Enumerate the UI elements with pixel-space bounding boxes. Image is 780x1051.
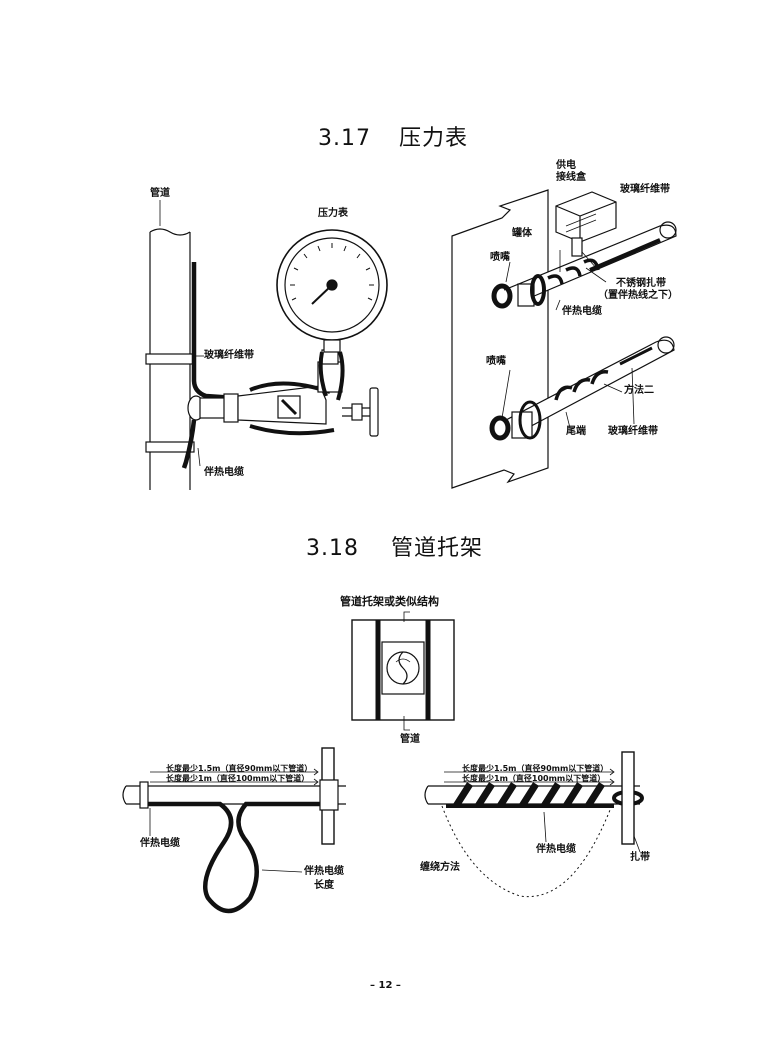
- label-loop-cable-length-2: 长度: [314, 880, 334, 891]
- pipe-wrap-figure: [424, 751, 644, 898]
- label-support-pipe: 管道: [400, 734, 420, 745]
- label-loop-length-1: 长度最少1.5m（直径90mm以下管道）: [166, 764, 313, 773]
- label-heating-cable: 伴热电缆: [204, 467, 244, 478]
- label-loop-heating-cable: 伴热电缆: [140, 838, 180, 849]
- label-fiberglass-tape: 玻璃纤维带: [204, 350, 254, 361]
- label-support-caption: 管道托架或类似结构: [340, 595, 439, 608]
- label-junction-box-line1: 供电: [556, 160, 576, 171]
- label-pipe: 管道: [150, 188, 170, 199]
- label-wrap-heating-cable: 伴热电缆: [536, 844, 576, 855]
- section-title-text: 管道托架: [390, 536, 483, 561]
- section-number: 3.18: [306, 536, 359, 561]
- section-number: 3.17: [318, 126, 371, 151]
- label-loop-length-2: 长度最少1m（直径100mm以下管道）: [166, 774, 310, 783]
- label-wrap-method: 缠绕方法: [420, 862, 460, 873]
- pipe-support-figure: [351, 611, 455, 731]
- label-fiberglass-tape-bottom: 玻璃纤维带: [608, 426, 658, 437]
- label-pressure-gauge: 压力表: [318, 208, 348, 219]
- label-tail-end: 尾端: [566, 426, 586, 437]
- label-method-two: 方法二: [624, 385, 654, 396]
- label-wrap-length-1: 长度最少1.5m（直径90mm以下管道）: [462, 764, 609, 773]
- label-tank: 罐体: [512, 228, 532, 239]
- label-wrap-length-2: 长度最少1m（直径100mm以下管道）: [462, 774, 606, 783]
- pipe-with-gauge-figure: [145, 200, 388, 490]
- section-title-text: 压力表: [398, 126, 468, 151]
- tank-nozzle-figure: [451, 189, 677, 489]
- page-number: – 12 –: [370, 980, 401, 991]
- pipe-loop-figure: [122, 747, 346, 914]
- label-fiberglass-tape-top: 玻璃纤维带: [620, 184, 670, 195]
- label-nozzle-top: 喷嘴: [490, 252, 510, 263]
- label-nozzle-bottom: 喷嘴: [486, 356, 506, 367]
- label-steel-strap-line1: 不锈钢扎带: [616, 278, 666, 289]
- label-steel-strap-line2: （置伴热线之下）: [598, 290, 678, 301]
- label-wrap-strap: 扎带: [630, 852, 650, 863]
- section-317-title: 3.17 压力表: [318, 120, 468, 152]
- label-heating-cable-right: 伴热电缆: [562, 306, 602, 317]
- label-loop-cable-length-1: 伴热电缆: [304, 866, 344, 877]
- label-junction-box-line2: 接线盒: [556, 172, 586, 183]
- section-318-title: 3.18 管道托架: [306, 530, 483, 562]
